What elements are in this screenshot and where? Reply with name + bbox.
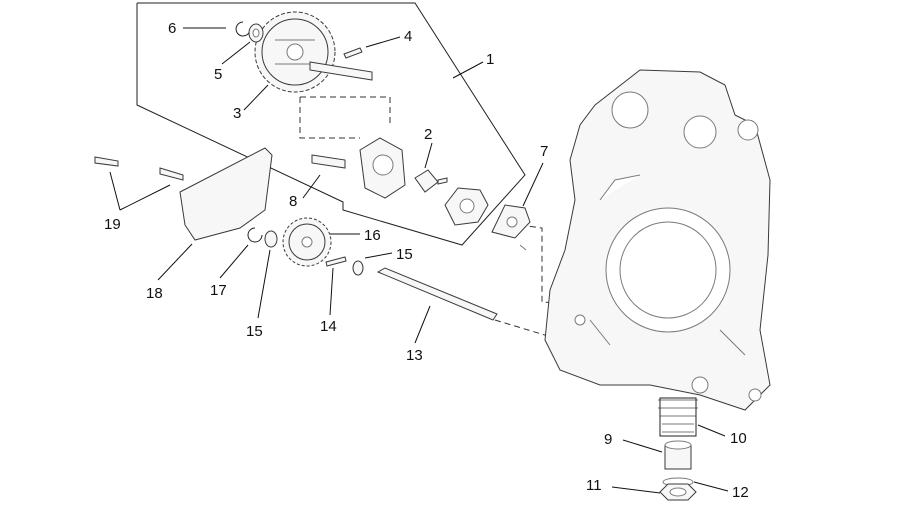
washer-15b-icon	[352, 260, 364, 276]
callout-3: 3	[233, 105, 241, 122]
callout-1: 1	[486, 51, 494, 68]
circlip-17-icon	[247, 227, 263, 243]
pump-shaft-icon	[309, 61, 373, 81]
gear-3-icon	[254, 11, 336, 93]
spring-10-icon	[658, 397, 698, 437]
callout-10: 10	[730, 430, 747, 447]
callout-14: 14	[320, 318, 337, 335]
callout-5: 5	[214, 66, 222, 83]
callout-16: 16	[364, 227, 381, 244]
callout-12: 12	[732, 484, 749, 501]
assembly-group-outline	[136, 2, 526, 246]
callout-15-right: 15	[396, 246, 413, 263]
bolt-19b-icon	[159, 167, 184, 181]
callout-18: 18	[146, 285, 163, 302]
bolt-19a-icon	[94, 156, 119, 167]
callout-19: 19	[104, 216, 121, 233]
callout-13: 13	[406, 347, 423, 364]
filter-9-icon	[664, 440, 692, 470]
pump-cover-icon	[444, 187, 489, 226]
gear-16-icon	[282, 217, 332, 267]
callout-4: 4	[404, 28, 412, 45]
callout-7: 7	[540, 143, 548, 160]
leader-lines	[109, 27, 729, 494]
bolt-8-icon	[311, 154, 346, 169]
crankcase-housing	[544, 69, 771, 411]
pin-4-icon	[343, 47, 363, 59]
gasket-7-icon	[491, 204, 531, 239]
phantom-shaft-guide	[299, 96, 391, 139]
oil-pump-body-icon	[359, 137, 406, 199]
gasket-screw-icon	[519, 244, 527, 251]
callout-8: 8	[289, 193, 297, 210]
callout-11: 11	[586, 477, 602, 494]
callout-15-left: 15	[246, 323, 263, 340]
callout-2: 2	[424, 126, 432, 143]
rotor-pin-icon	[437, 177, 448, 185]
callout-6: 6	[168, 20, 176, 37]
shaft-13-icon	[376, 267, 498, 321]
cover-18-icon	[179, 147, 273, 241]
washer-15a-icon	[264, 230, 278, 248]
alignment-dashed-line-2	[494, 319, 549, 337]
rotor-2-icon	[414, 169, 439, 193]
callout-9: 9	[604, 431, 612, 448]
pin-14-icon	[325, 256, 347, 267]
drain-plug-11-icon	[659, 483, 697, 501]
washer-5-icon	[248, 23, 264, 43]
callout-17: 17	[210, 282, 227, 299]
circlip-6-icon	[235, 21, 251, 37]
